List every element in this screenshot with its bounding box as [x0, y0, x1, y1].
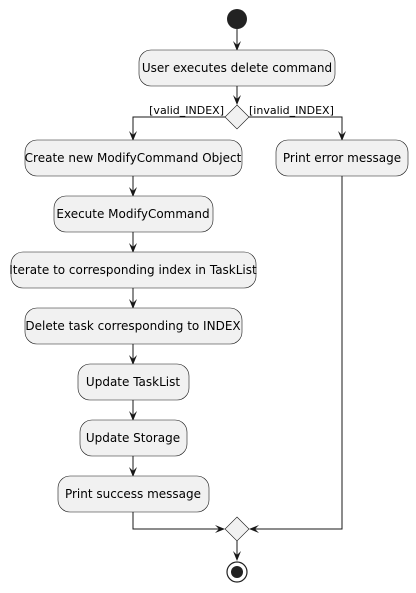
guard-valid-index: [valid_INDEX]	[149, 104, 224, 117]
action-label: Update TaskList	[86, 375, 180, 389]
action-label: Update Storage	[86, 431, 180, 445]
action-print-success: Print success message	[57, 475, 210, 513]
action-label: User executes delete command	[142, 61, 332, 75]
merge-diamond	[224, 516, 250, 542]
start-node	[227, 9, 247, 29]
action-label: Execute ModifyCommand	[56, 207, 209, 221]
guard-invalid-index: [invalid_INDEX]	[249, 104, 334, 117]
action-execute-command: Execute ModifyCommand	[53, 195, 214, 233]
edges	[129, 29, 346, 561]
action-delete-task: Delete task corresponding to INDEX	[24, 307, 243, 345]
decision-diamond	[224, 104, 250, 130]
action-update-tasklist: Update TaskList	[77, 363, 190, 401]
action-label: Delete task corresponding to INDEX	[25, 319, 240, 333]
action-label: Create new ModifyCommand Object	[25, 151, 242, 165]
action-iterate-index: Iterate to corresponding index in TaskLi…	[9, 251, 257, 289]
action-label: Print error message	[283, 151, 401, 165]
action-print-error: Print error message	[275, 139, 409, 177]
action-label: Iterate to corresponding index in TaskLi…	[9, 263, 257, 277]
action-update-storage: Update Storage	[79, 419, 188, 457]
action-label: Print success message	[65, 487, 201, 501]
end-node	[226, 561, 248, 583]
action-create-object: Create new ModifyCommand Object	[25, 139, 243, 177]
action-user-executes: User executes delete command	[138, 49, 336, 87]
